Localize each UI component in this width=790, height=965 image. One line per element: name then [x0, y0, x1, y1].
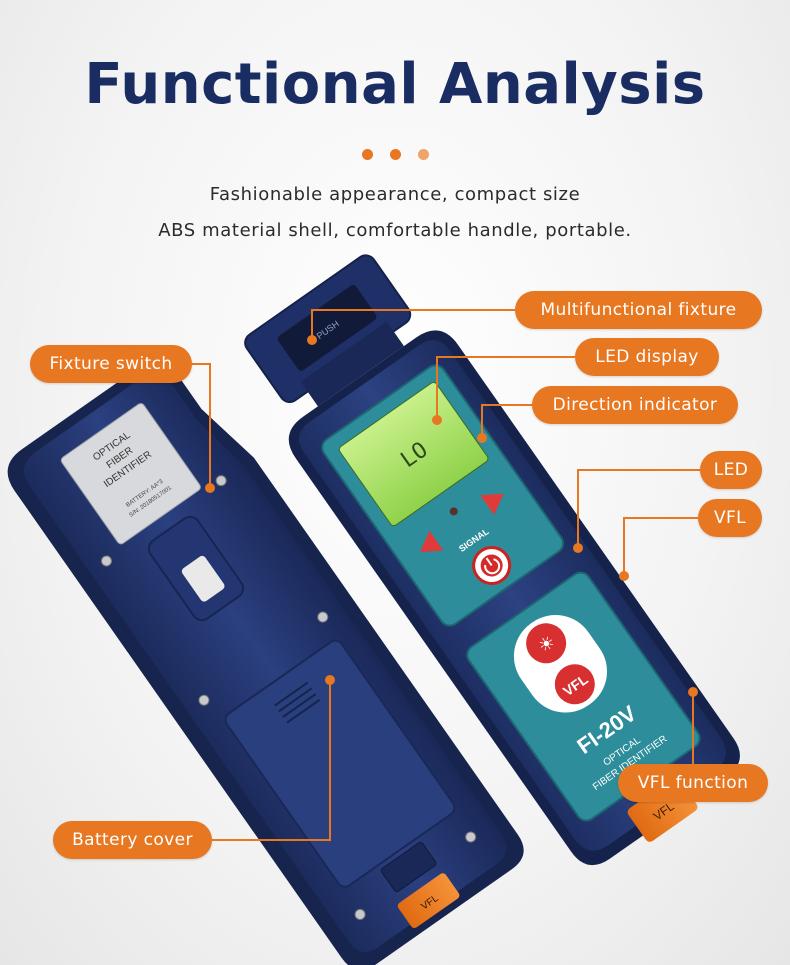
leader-vfl — [623, 517, 698, 576]
battery-latch — [380, 841, 437, 893]
led-display — [338, 381, 489, 527]
dot-3 — [418, 149, 429, 160]
callout-multifunctional-fixture: Multifunctional fixture — [515, 291, 762, 329]
led-button[interactable] — [518, 615, 574, 671]
callout-vfl: VFL — [698, 499, 762, 537]
screw-icon — [100, 555, 112, 567]
screw-icon — [198, 694, 210, 706]
screw-icon — [317, 611, 329, 623]
callout-led: LED — [700, 451, 762, 489]
subtitle-line-2: ABS material shell, comfortable handle, … — [158, 220, 632, 241]
callout-fixture-switch: Fixture switch — [30, 345, 192, 383]
leader-battery-cover — [212, 680, 331, 841]
decorative-dots — [362, 149, 432, 161]
callout-vfl-function: VFL function — [618, 764, 768, 802]
screw-icon — [465, 831, 477, 843]
signal-indicator-dot — [449, 507, 458, 516]
front-head-slot — [277, 285, 377, 371]
screw-icon — [215, 475, 227, 487]
screw-icon — [354, 908, 366, 920]
leader-direction-indicator — [481, 404, 532, 438]
callout-leader-endpoints — [205, 335, 698, 697]
leader-led-display — [436, 356, 575, 420]
dot-2 — [390, 149, 401, 160]
leader-multifunctional-fixture — [311, 309, 515, 340]
battery-grip-lines — [274, 681, 321, 724]
direction-left-arrow-icon — [420, 530, 444, 553]
vfl-button[interactable] — [547, 656, 603, 712]
fixture-switch-slot — [181, 555, 225, 602]
callout-battery-cover: Battery cover — [53, 821, 212, 859]
back-end-cap — [397, 873, 460, 929]
leader-led — [577, 469, 700, 548]
subtitle-line-1: Fashionable appearance, compact size — [209, 184, 581, 205]
device-front: PUSH LO SIGNAL ☀ VFL FI-20V OPTICAL FIBE… — [244, 254, 740, 866]
power-icon-glyph — [484, 558, 501, 575]
direction-right-arrow-icon — [480, 493, 504, 515]
callout-led-display: LED display — [575, 338, 719, 376]
front-neck — [300, 321, 404, 407]
battery-cover — [224, 639, 456, 888]
back-spec-label — [60, 403, 201, 545]
dot-1 — [362, 149, 373, 160]
callout-direction-indicator: Direction indicator — [532, 386, 738, 424]
page-title: Functional Analysis — [84, 52, 706, 117]
device-back: OPTICAL FIBER IDENTIFIER BATTERY: AA*3 S… — [7, 361, 524, 965]
callout-leader-lines — [175, 309, 700, 841]
